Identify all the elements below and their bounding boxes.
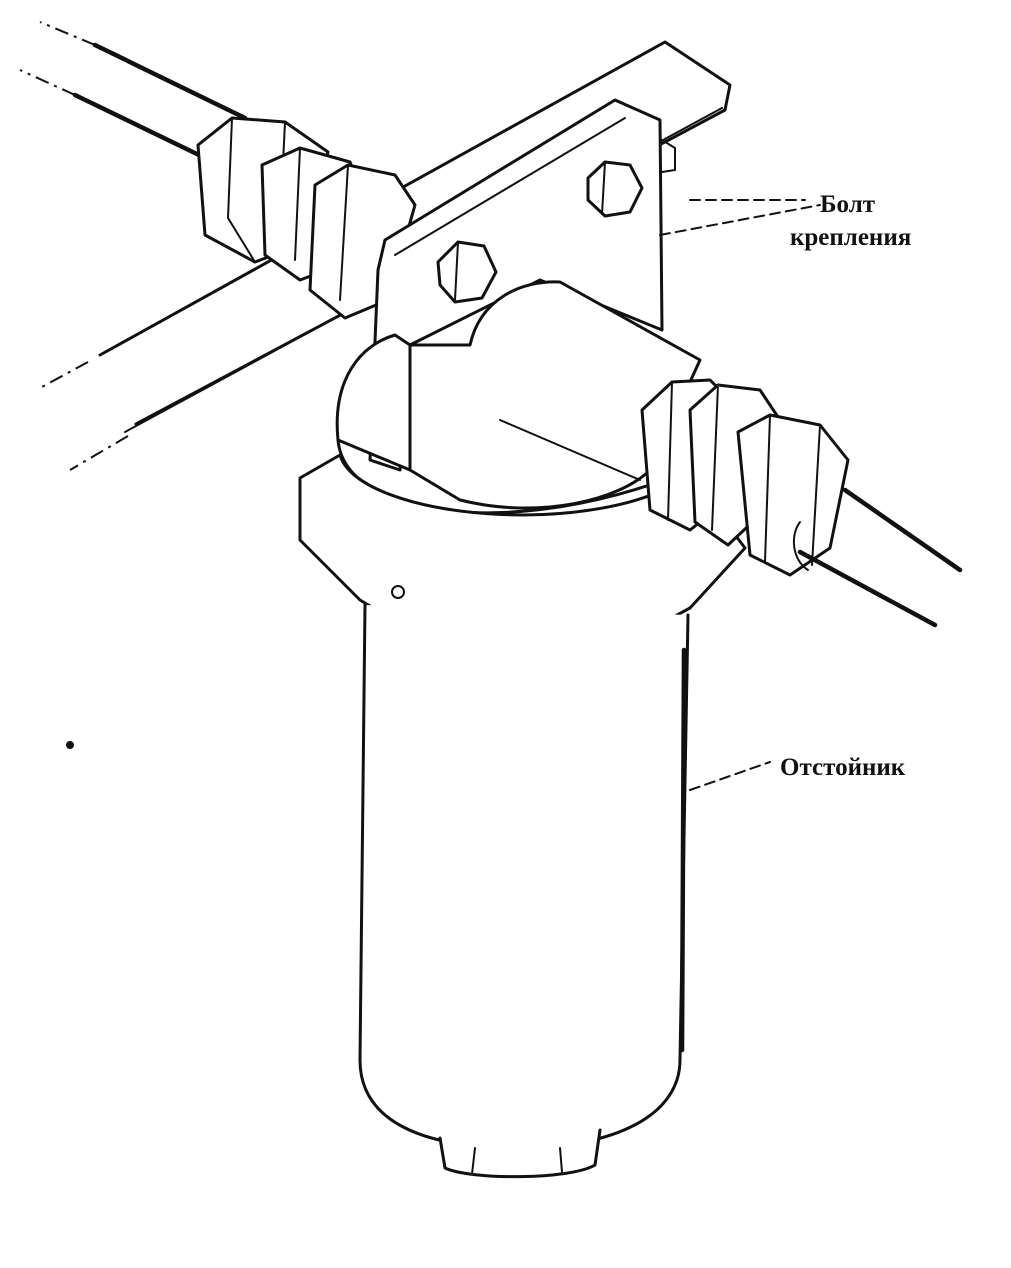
right-fitting-outer-nut (736, 413, 850, 577)
bolt-label-line1: Болт (820, 191, 875, 218)
right-fuel-pipe (792, 487, 963, 628)
flange-hole (391, 585, 405, 599)
stray-dot (66, 741, 74, 749)
filter-head (335, 280, 702, 515)
mounting-bolt-upper (586, 160, 644, 218)
mounting-bolt-lower (436, 240, 498, 304)
drain-plug (438, 1128, 602, 1179)
leader-lines (659, 199, 821, 791)
sump-bowl (358, 603, 690, 1150)
sump-label: Отстойник (780, 754, 906, 781)
bolt-label-line2: крепления (790, 224, 911, 251)
